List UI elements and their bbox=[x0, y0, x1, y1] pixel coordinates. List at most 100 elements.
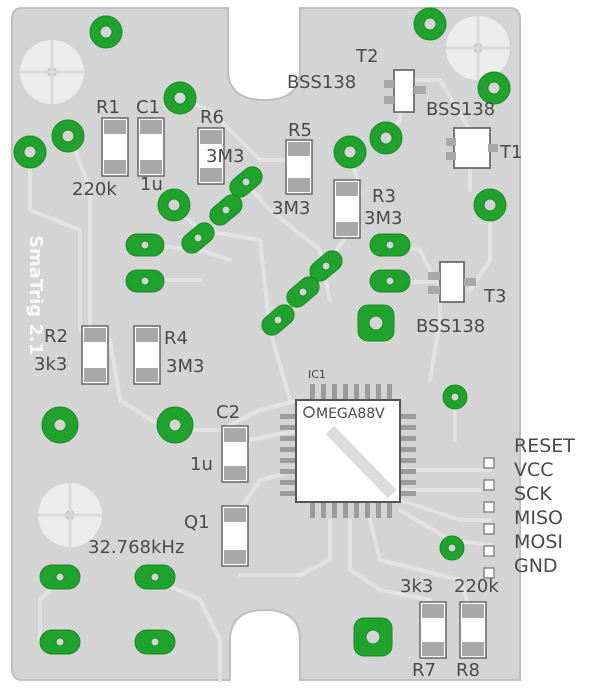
ic1-pin bbox=[343, 502, 348, 518]
ic1-pin bbox=[376, 384, 381, 400]
r4-value: 3M3 bbox=[166, 356, 204, 377]
r2-ref: R2 bbox=[44, 326, 68, 347]
pad-round bbox=[13, 135, 47, 169]
ic1-pin bbox=[400, 425, 416, 430]
ic1-pin bbox=[321, 384, 326, 400]
ic1-pin bbox=[400, 458, 416, 463]
r5-ref: R5 bbox=[288, 120, 312, 141]
header-pin-pad bbox=[483, 567, 495, 579]
c2-ref: C2 bbox=[216, 402, 240, 423]
r3-value: 3M3 bbox=[364, 208, 402, 229]
ic1-tqfp-footprint bbox=[280, 384, 416, 518]
ic1-pin bbox=[354, 502, 359, 518]
ic1-pin bbox=[280, 436, 296, 441]
pad-round bbox=[473, 188, 507, 222]
ic1-pin bbox=[280, 458, 296, 463]
c1-value: 1u bbox=[140, 174, 163, 195]
t3-value: BSS138 bbox=[416, 316, 485, 337]
pin-label-mosi: MOSI bbox=[514, 531, 563, 553]
mounting-hole-bottom-left bbox=[38, 483, 102, 547]
ic1-pin bbox=[280, 469, 296, 474]
r5-footprint bbox=[285, 139, 313, 195]
pad-round bbox=[369, 121, 403, 155]
r3-footprint bbox=[333, 179, 361, 239]
r4-footprint bbox=[133, 325, 161, 385]
ic1-pin bbox=[310, 502, 315, 518]
c1-ref: C1 bbox=[136, 97, 160, 118]
c1-footprint bbox=[137, 117, 165, 177]
t1-value: BSS138 bbox=[426, 99, 495, 120]
r4-ref: R4 bbox=[164, 328, 188, 349]
c2-footprint bbox=[221, 425, 249, 483]
ic1-pin bbox=[354, 384, 359, 400]
r2-value: 3k3 bbox=[34, 354, 67, 375]
t2-footprint bbox=[384, 69, 426, 113]
pad-oval bbox=[125, 269, 165, 293]
silkscreen-labels: T2 BSS138 BSS138 T1 R1 C1 220k 1u R6 3M3… bbox=[34, 46, 522, 681]
r8-ref: R8 bbox=[456, 660, 480, 681]
ic1-pin bbox=[343, 384, 348, 400]
ic1-pin bbox=[365, 502, 370, 518]
header-pin-pad bbox=[483, 545, 495, 557]
round-pads bbox=[13, 7, 511, 561]
header-pin-pad bbox=[483, 479, 495, 491]
ic1-pin bbox=[376, 502, 381, 518]
pad-oval bbox=[39, 629, 81, 655]
header-pin-pad bbox=[483, 501, 495, 513]
pin-label-gnd: GND bbox=[514, 555, 558, 577]
pad-round bbox=[51, 119, 85, 153]
pad-oval bbox=[181, 222, 215, 254]
pad-oval bbox=[286, 276, 320, 308]
pad-oval bbox=[229, 166, 263, 198]
ic1-pin bbox=[400, 414, 416, 419]
smd-components bbox=[81, 117, 487, 659]
c2-value: 1u bbox=[190, 454, 213, 475]
ic1-pin bbox=[280, 480, 296, 485]
r6-ref: R6 bbox=[200, 107, 224, 128]
r5-value: 3M3 bbox=[272, 198, 310, 219]
r1-value: 220k bbox=[72, 179, 117, 200]
r6-value: 3M3 bbox=[206, 146, 244, 167]
t1-ref: T1 bbox=[499, 142, 522, 163]
r1-footprint bbox=[101, 117, 129, 177]
pad-round bbox=[41, 406, 79, 444]
ic1-pin bbox=[280, 425, 296, 430]
ic1-pin bbox=[310, 384, 315, 400]
r7-footprint bbox=[419, 601, 447, 659]
pad-round bbox=[156, 406, 194, 444]
ic1-pin bbox=[400, 469, 416, 474]
pad-oval bbox=[209, 194, 243, 226]
r3-ref: R3 bbox=[372, 186, 396, 207]
ic1-pin bbox=[400, 447, 416, 452]
r8-footprint bbox=[459, 601, 487, 659]
r1-ref: R1 bbox=[96, 97, 120, 118]
isp-pin-labels: RESET VCC SCK MISO MOSI GND bbox=[514, 435, 575, 577]
pad-square bbox=[353, 617, 393, 657]
pad-round bbox=[442, 384, 468, 410]
pad-oval bbox=[39, 564, 81, 590]
ic1-pin bbox=[400, 436, 416, 441]
pad-oval bbox=[369, 233, 411, 257]
board-ghost-name: SmaTrig 2.1 bbox=[25, 235, 46, 355]
q1-footprint bbox=[221, 505, 249, 567]
pad-oval bbox=[369, 269, 411, 293]
pin-label-sck: SCK bbox=[514, 483, 552, 505]
pad-round bbox=[477, 71, 511, 105]
ic1-pin bbox=[387, 384, 392, 400]
ic1-pin bbox=[321, 502, 326, 518]
ic1-pin bbox=[280, 414, 296, 419]
mounting-hole-top-right bbox=[446, 16, 510, 80]
r8-value: 220k bbox=[454, 576, 499, 597]
r7-ref: R7 bbox=[412, 660, 436, 681]
q1-value: 32.768kHz bbox=[88, 537, 184, 558]
ic1-pin bbox=[365, 384, 370, 400]
ic1-pin bbox=[280, 447, 296, 452]
ic1-value: MEGA88V bbox=[316, 406, 385, 422]
t2-value: BSS138 bbox=[287, 72, 356, 93]
pin-label-miso: MISO bbox=[514, 507, 563, 529]
oval-pads bbox=[39, 166, 411, 655]
pad-round bbox=[413, 7, 447, 41]
header-pin-pad bbox=[483, 523, 495, 535]
r7-value: 3k3 bbox=[400, 576, 433, 597]
